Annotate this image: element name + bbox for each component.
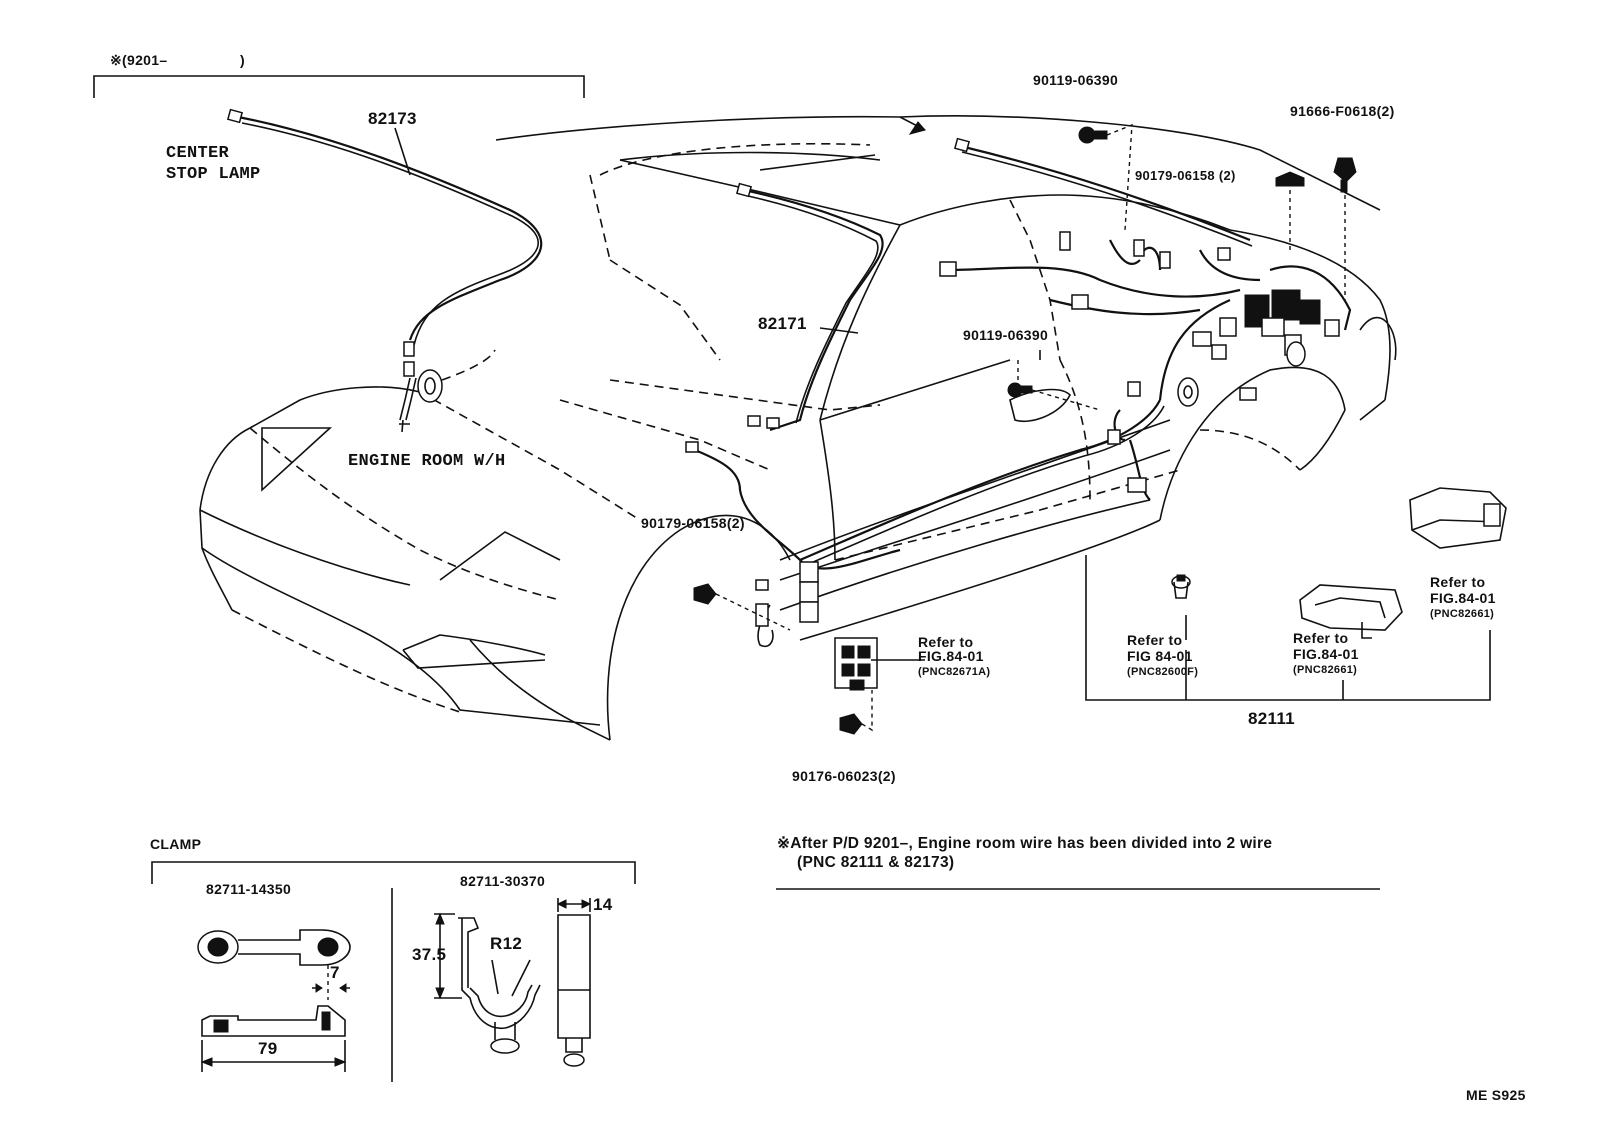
dim-7: 7 xyxy=(330,963,340,982)
clamp-bracket xyxy=(151,861,636,884)
part-number-90119-mid: 90119-06390 xyxy=(963,327,1049,343)
wire-roof-rear xyxy=(959,144,1251,242)
side-marker xyxy=(402,634,546,656)
part-number-90179-left: 90179-06158(2) xyxy=(641,515,745,531)
note-line-2: (PNC 82111 & 82173) xyxy=(797,854,955,871)
clamp-a-top xyxy=(197,929,351,966)
center-stop-lamp-label-2: STOP LAMP xyxy=(166,165,261,184)
ref3-line1: Refer to xyxy=(1293,630,1349,646)
wire-82173 xyxy=(237,115,543,341)
center-lamp-connector xyxy=(226,108,244,124)
relay-bracket xyxy=(1299,584,1403,631)
variant-marker: ※(9201– xyxy=(110,52,168,68)
ref2-line2: FIG 84-01 xyxy=(1127,648,1193,664)
dim-37-5: 37.5 xyxy=(412,945,447,964)
roof-top xyxy=(899,115,1381,211)
figure-code: ME S925 xyxy=(1466,1087,1526,1103)
grommet-82600f xyxy=(1171,574,1191,599)
wire-82111-front xyxy=(689,446,901,570)
variant-marker-close: ) xyxy=(240,52,245,68)
clamp-part-a: 82711-14350 xyxy=(206,881,292,897)
ref1-line3: (PNC82671A) xyxy=(918,666,991,678)
part-number-90179-top: 90179-06158 (2) xyxy=(1135,168,1236,183)
bolt-90119-top xyxy=(1078,126,1108,144)
part-number-90176: 90176-06023(2) xyxy=(792,768,896,784)
dim-r12: R12 xyxy=(490,934,523,953)
ref4-line3: (PNC82661) xyxy=(1430,608,1495,620)
ref4-line1: Refer to xyxy=(1430,574,1486,590)
headlamp-right xyxy=(439,531,561,581)
wire-rear-cabin xyxy=(949,266,1241,298)
nut-90179-top xyxy=(1275,171,1305,187)
door-front-edge xyxy=(819,419,836,561)
wire-82171 xyxy=(743,188,884,432)
headlamp-left xyxy=(261,427,333,492)
clamp-b-front xyxy=(557,914,591,1067)
ref3-line2: FIG.84-01 xyxy=(1293,646,1359,662)
front-wheel-arch xyxy=(606,514,791,741)
part-number-91666: 91666-F0618(2) xyxy=(1290,103,1395,119)
nut-90176 xyxy=(839,713,863,735)
hood-front-edge xyxy=(199,386,421,511)
ref1-line2: FIG.84-01 xyxy=(918,648,984,664)
rear-quarter xyxy=(1229,229,1391,401)
nut-90179-left xyxy=(693,583,717,605)
dim-14: 14 xyxy=(593,895,613,914)
clip-91666 xyxy=(1333,157,1357,193)
clamp-a-side xyxy=(201,1005,346,1037)
part-number-82173: 82173 xyxy=(368,109,417,128)
clamp-part-b: 82711-30370 xyxy=(460,873,546,889)
bolt-90119-mid xyxy=(1007,382,1033,398)
part-number-90119-top: 90119-06390 xyxy=(1033,72,1119,88)
ref4-line2: FIG.84-01 xyxy=(1430,590,1496,606)
front-bumper xyxy=(199,509,601,726)
wire-82111-sill xyxy=(799,399,1161,562)
part-number-82111: 82111 xyxy=(1248,709,1295,728)
ref2-line1: Refer to xyxy=(1127,632,1183,648)
note-line-1: ※After P/D 9201–, Engine room wire has b… xyxy=(777,835,1273,852)
ref3-line3: (PNC82661) xyxy=(1293,664,1358,676)
clamp-b-side xyxy=(458,917,541,1054)
clamp-title: CLAMP xyxy=(150,836,202,852)
rear-wheel-arch xyxy=(1159,366,1346,521)
grommet-engine xyxy=(417,369,443,403)
ref1-line1: Refer to xyxy=(918,634,974,650)
ref2-line3: (PNC82600F) xyxy=(1127,666,1199,678)
grommet-rear xyxy=(1177,377,1199,407)
bracket-82111 xyxy=(1085,555,1491,701)
roof-front xyxy=(495,115,901,141)
dim-79: 79 xyxy=(258,1039,278,1058)
ecu-box xyxy=(1409,487,1507,549)
part-number-82171: 82171 xyxy=(758,314,807,333)
relay-block-2 xyxy=(1271,289,1301,321)
engine-room-wh-label: ENGINE ROOM W/H xyxy=(348,452,506,471)
variant-bracket xyxy=(93,75,585,98)
center-stop-lamp-label-1: CENTER xyxy=(166,144,230,163)
